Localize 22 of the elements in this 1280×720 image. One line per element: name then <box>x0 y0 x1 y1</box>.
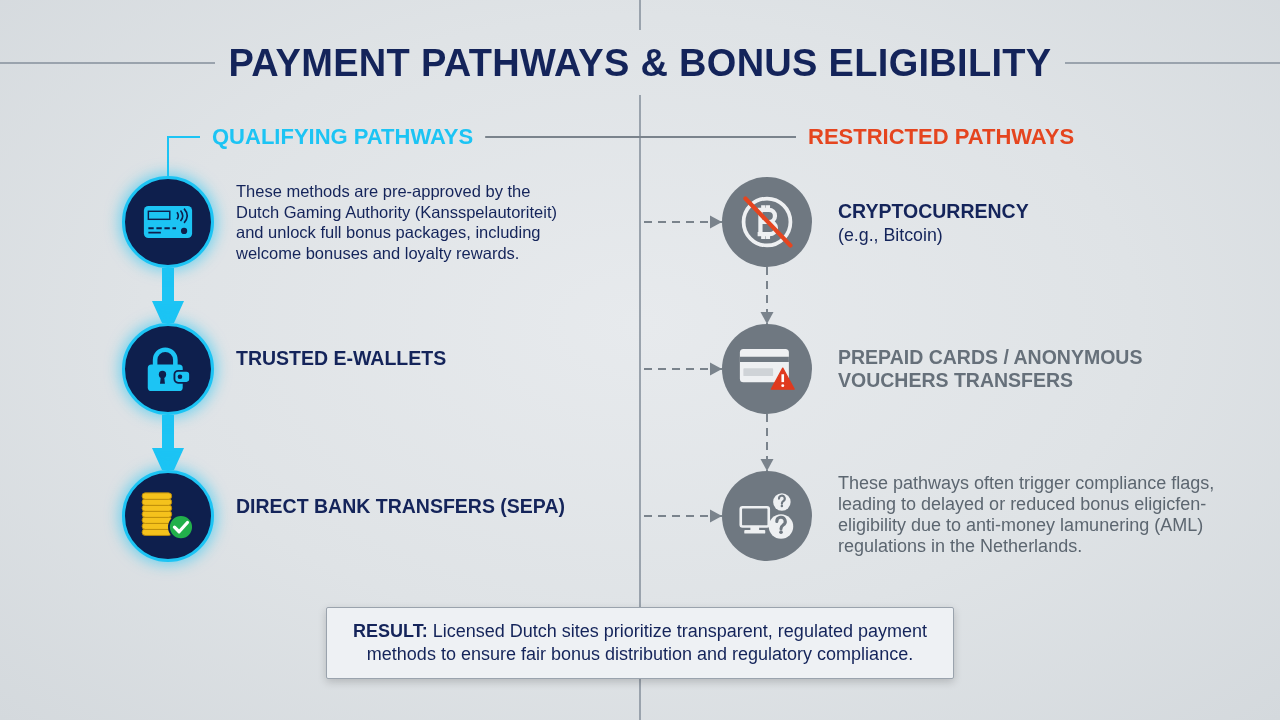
method-title: DIRECT BANK TRANSFERS (SEPA) <box>236 495 566 518</box>
description-text: These pathways often trigger compliance flags, leading to delayed or reduced bonus eligicfen- eligibility due to anti-money lamunering (AML) regulations in the Netherlands. <box>838 473 1216 557</box>
description-text: These methods are pre-approved by the Dutch Gaming Authority (Kansspelautoriteit) and unlock full bonus packages, including welcome bonuses and loyalty rewards. <box>236 181 558 263</box>
dashed-arrow <box>643 362 723 376</box>
result-text: RESULT: Licensed Dutch sites prioritize transparent, regulated payment methods to ensure fair bonus distribution and regulatory compliance. <box>352 620 928 666</box>
dashed-arrow <box>643 509 723 523</box>
circle-node <box>122 323 214 415</box>
diagram-title: PAYMENT PATHWAYS & BONUS ELIGIBILITY <box>228 41 1052 86</box>
method-title: CRYPTOCURRENCY <box>838 200 1030 223</box>
circle-node <box>122 176 214 268</box>
connector-line <box>484 136 797 138</box>
section-heading: QUALIFYING PATHWAYS <box>200 123 486 151</box>
method-example: (e.g., Bitcoin) <box>838 224 944 246</box>
method-title: TRUSTED E-WALLETS <box>236 347 448 370</box>
result-box <box>326 607 954 679</box>
method-title: PREPAID CARDS / ANONYMOUS VOUCHERS TRANSFERS <box>838 346 1144 392</box>
dashed-arrow <box>760 266 774 325</box>
dashed-arrow <box>760 413 774 472</box>
circle-node <box>122 470 214 562</box>
connector-line <box>167 136 201 177</box>
dashed-arrow <box>643 215 723 229</box>
section-heading: RESTRICTED PATHWAYS <box>796 123 1087 151</box>
